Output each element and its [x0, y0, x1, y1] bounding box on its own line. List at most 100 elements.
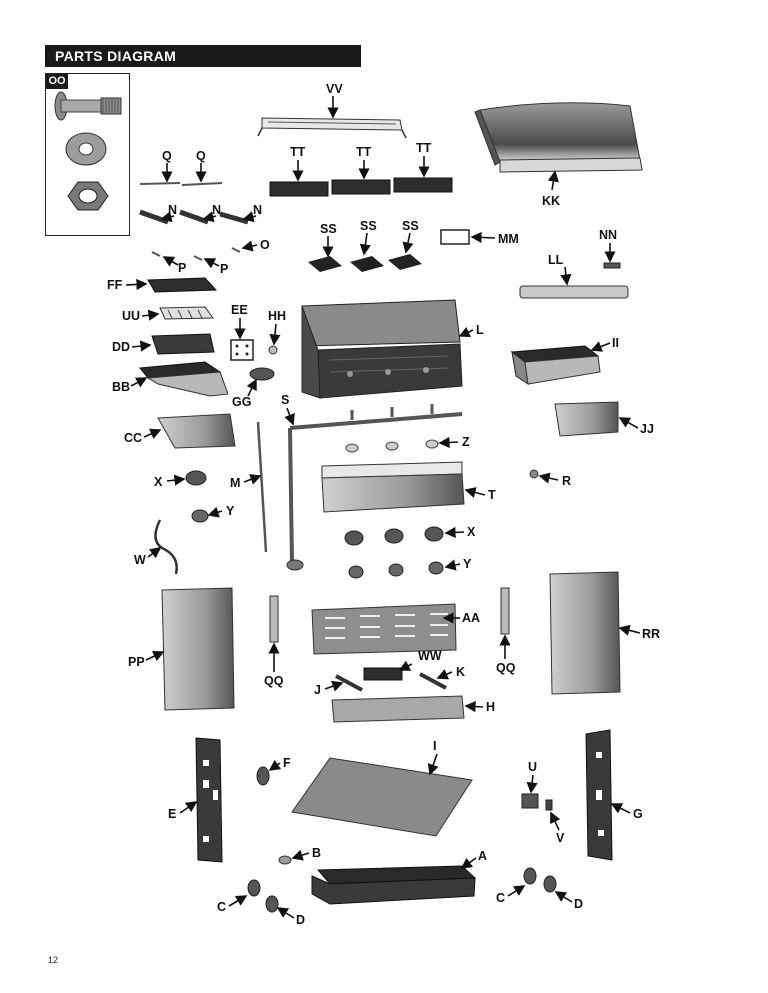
rear-panel-part [311, 603, 457, 655]
label-qq-1: QQ [264, 674, 284, 688]
nut-part [67, 181, 109, 211]
burner-tube-part [139, 209, 249, 225]
side-burner-grate-part [147, 277, 218, 293]
bolt-part [278, 855, 292, 865]
label-i: I [433, 739, 436, 753]
label-ff: FF [107, 278, 123, 292]
tray-rail-part [419, 672, 447, 690]
label-z: Z [462, 435, 470, 449]
label-a: A [478, 849, 487, 863]
label-t: T [488, 488, 496, 502]
label-r: R [562, 474, 571, 488]
label-hh: HH [268, 309, 286, 323]
section-header: PARTS DIAGRAM [45, 45, 361, 67]
bezel-part [185, 470, 207, 486]
side-shelf-part [139, 361, 229, 397]
flame-tamer-part [308, 254, 422, 272]
base-part [311, 865, 477, 905]
valve-part [249, 367, 275, 381]
leg-part [195, 737, 223, 863]
caster-part [247, 879, 279, 913]
label-aa: AA [462, 611, 480, 625]
label-qq-2: QQ [496, 661, 516, 675]
control-knob-part [191, 509, 209, 523]
screw-part [268, 345, 278, 355]
label-x-2: X [467, 525, 476, 539]
frame-rail-part [500, 587, 510, 635]
hook-part [256, 766, 270, 786]
label-tt-2: TT [356, 145, 372, 159]
label-jj: JJ [640, 422, 654, 436]
shelf-front-part [554, 401, 619, 437]
label-ll: LL [548, 253, 564, 267]
cooking-grate-part [269, 177, 453, 197]
bolt-part [54, 91, 122, 121]
warming-rack-part [257, 117, 407, 139]
label-d-2: D [574, 897, 583, 911]
heat-shield-part [181, 182, 223, 186]
label-n-2: N [212, 203, 221, 217]
label-x-1: X [154, 475, 163, 489]
label-ss-3: SS [402, 219, 419, 233]
side-burner-part [159, 306, 214, 320]
label-h: H [486, 700, 495, 714]
label-ee: EE [231, 303, 248, 317]
label-c-1: C [217, 900, 226, 914]
label-b: B [312, 846, 321, 860]
frame-rail-part [269, 595, 279, 643]
label-bb: BB [112, 380, 130, 394]
rod-part [256, 421, 268, 553]
side-panel-part [161, 587, 235, 711]
label-g: G [633, 807, 643, 821]
inset-box-oo: OO [45, 73, 130, 236]
label-m: M [230, 476, 240, 490]
regulator-part [521, 793, 539, 809]
label-k: K [456, 665, 465, 679]
label-gg: GG [232, 395, 251, 409]
grease-tray-part [363, 667, 403, 681]
valve-bezel-part [345, 439, 439, 453]
label-nn: NN [599, 228, 617, 242]
section-title: PARTS DIAGRAM [55, 48, 177, 64]
label-kk: KK [542, 194, 560, 208]
igniter-part [603, 262, 621, 269]
label-pp: PP [128, 655, 145, 669]
label-tt-1: TT [290, 145, 306, 159]
label-y-2: Y [463, 557, 472, 571]
shelf-front-part [157, 413, 236, 449]
label-c-2: C [496, 891, 505, 905]
side-shelf-part [510, 345, 601, 386]
heat-shield-part [139, 182, 181, 185]
bracket-part [230, 339, 254, 361]
label-w: W [134, 553, 146, 567]
label-cc: CC [124, 431, 142, 445]
label-ww: WW [418, 649, 442, 663]
label-o: O [260, 238, 270, 252]
lid-handle-part [519, 285, 629, 299]
label-j: J [314, 683, 321, 697]
label-d-1: D [296, 913, 305, 927]
inset-label: OO [46, 74, 68, 89]
label-rr: RR [642, 627, 660, 641]
caster-part [523, 867, 557, 893]
label-f: F [283, 756, 291, 770]
page-number: 12 [48, 955, 59, 965]
screw-part [151, 247, 241, 261]
side-burner-pan-part [151, 333, 215, 355]
label-u: U [528, 760, 537, 774]
label-dd: DD [112, 340, 130, 354]
clip-part [545, 799, 553, 811]
label-p-1: P [178, 261, 186, 275]
label-l: L [476, 323, 484, 337]
label-ss-1: SS [320, 222, 337, 236]
label-q-2: Q [196, 149, 206, 163]
control-panel-part [321, 461, 465, 513]
label-e: E [168, 807, 176, 821]
label-ss-2: SS [360, 219, 377, 233]
label-uu: UU [122, 309, 140, 323]
label-vv: VV [326, 82, 343, 96]
label-mm: MM [498, 232, 519, 246]
label-v: V [556, 831, 565, 845]
tray-rail-part [335, 674, 363, 692]
